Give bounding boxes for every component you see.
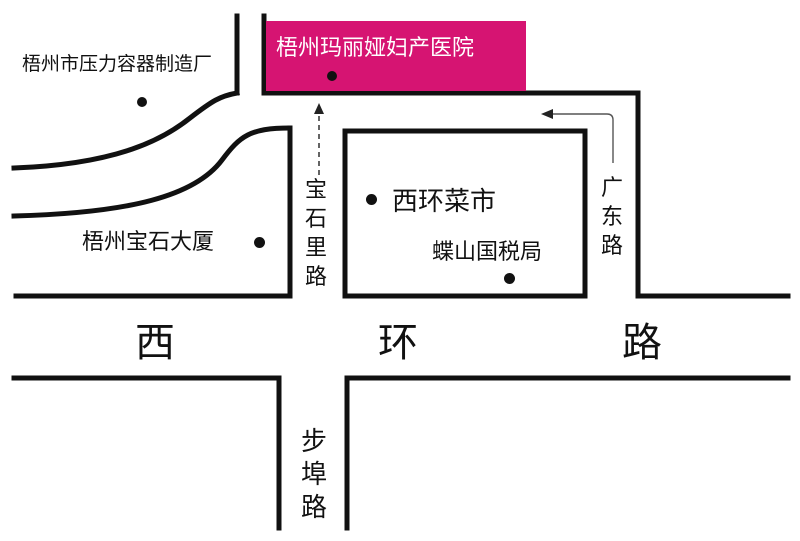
road-edge-curve-lower: [11, 125, 293, 219]
road-label-xihuan-2: 环: [378, 320, 418, 366]
block-market: [342, 128, 588, 299]
market-marker: [366, 194, 377, 205]
road-label-xihuan-3: 路: [622, 320, 662, 366]
hospital-label: 梧州玛丽娅妇产医院: [276, 36, 475, 61]
factory-label: 梧州市压力容器制造厂: [22, 53, 213, 75]
block-gem-building: [13, 125, 293, 299]
road-label-bufu: 步埠路: [300, 427, 327, 523]
arrow-left-icon: [541, 109, 553, 119]
tax-bureau-marker: [504, 273, 515, 284]
road-label-baoshi-li: 宝石里路: [304, 178, 327, 290]
arrow-up-icon: [314, 103, 324, 114]
gem-building-marker: [254, 237, 265, 248]
gem-building-label: 梧州宝石大厦: [82, 230, 215, 255]
market-label: 西环菜市: [392, 187, 497, 217]
hospital-marker: [327, 71, 337, 81]
hospital-highlight: [266, 21, 526, 91]
road-label-xihuan-1: 西: [135, 320, 175, 366]
road-label-guangdong: 广东路: [600, 176, 623, 259]
factory-marker: [137, 97, 147, 107]
tax-bureau-label: 蝶山国税局: [432, 240, 543, 265]
road-edge-xihuan-lower-left: [11, 375, 282, 531]
road-edge-xihuan-lower-right: [344, 375, 791, 531]
road-edge-curve-upper: [11, 90, 240, 171]
route-guangdong-line: [553, 113, 614, 163]
road-edge-hospital-block: [261, 90, 791, 299]
